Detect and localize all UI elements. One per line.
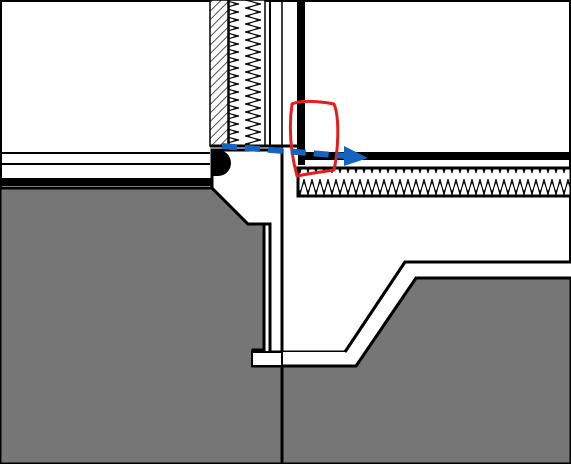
left-floor-build-up (0, 152, 215, 186)
wall-insulation-layer (228, 0, 266, 147)
right-floor-build-up (296, 152, 571, 198)
corner-joint (212, 150, 231, 176)
right-concrete-slab (280, 276, 571, 464)
left-concrete-slab (0, 186, 284, 464)
wall-hatch-layer (209, 0, 229, 147)
right-slab-ramp-strip (345, 262, 571, 366)
flow-arrow (221, 143, 368, 166)
ledge-plate (251, 351, 283, 367)
right-slab-inner-strip (282, 352, 356, 366)
